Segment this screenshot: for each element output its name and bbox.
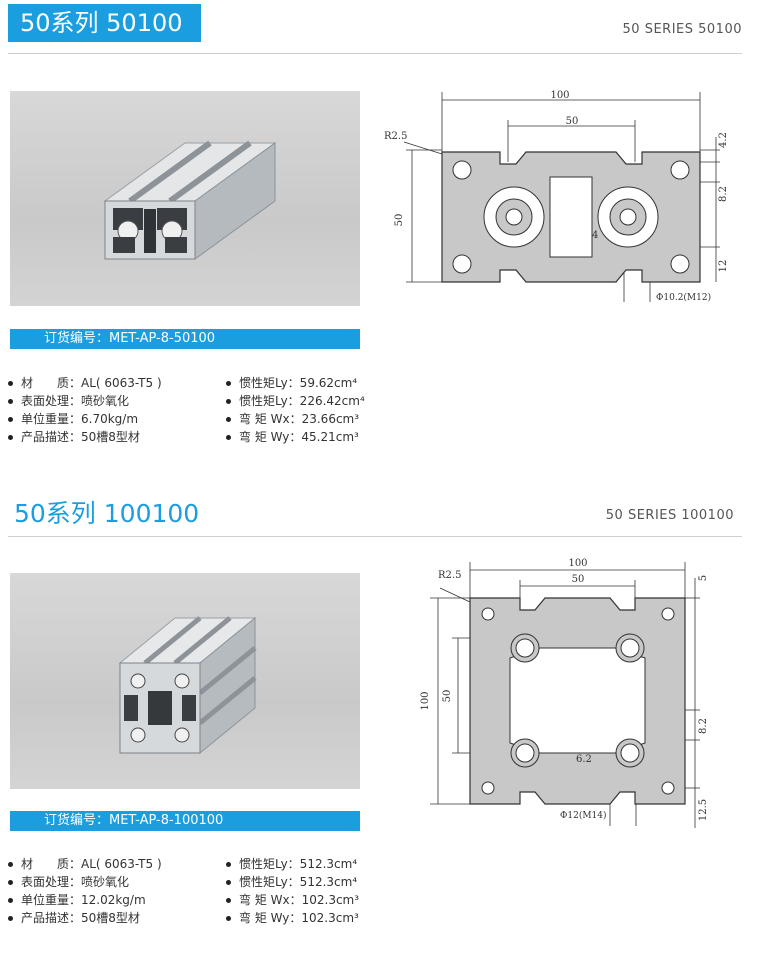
dim-d1-label: 5	[698, 575, 709, 581]
dim-radius-label: R2.5	[384, 131, 407, 142]
spec-moment-wy: 弯 矩 Wy：45.21cm³	[226, 428, 359, 445]
dim-d3-label: 12.5	[698, 799, 709, 821]
dim-d4-label: 4	[592, 230, 598, 241]
spec-material: 材 质：AL( 6063-T5 )	[8, 374, 162, 391]
spec-weight: 单位重量：12.02kg/m	[8, 891, 146, 908]
dim-width-label: 100	[550, 90, 569, 101]
spec-surface: 表面处理：喷砂氧化	[8, 873, 129, 890]
dim-hole-label: Φ10.2(M12)	[656, 292, 711, 303]
divider	[8, 536, 742, 537]
technical-drawing-100100: 100 50 100 50 R2.5 5 8.2 12.5 6.2 Φ12(M1…	[400, 548, 720, 838]
technical-drawing-50100: 100 50 50 R2.5 4.2 8.2 12 4 Φ10.2(M12)	[380, 82, 740, 312]
series-label: 50 SERIES 100100	[605, 508, 734, 523]
spec-inertia-1: 惯性矩Ly：59.62cm⁴	[226, 374, 357, 391]
profile-photo-100100	[118, 616, 257, 755]
series-label: 50 SERIES 50100	[622, 22, 742, 37]
order-number-bar: 订货编号：MET-AP-8-50100	[10, 329, 360, 349]
order-number-bar: 订货编号：MET-AP-8-100100	[10, 811, 360, 831]
spec-moment-wy: 弯 矩 Wy：102.3cm³	[226, 909, 359, 926]
spec-moment-wx: 弯 矩 Wx：102.3cm³	[226, 891, 359, 908]
dim-inner-label: 50	[572, 574, 585, 585]
spec-inertia-1: 惯性矩Ly：512.3cm⁴	[226, 855, 357, 872]
product-section-100100: 50系列 100100 50 SERIES 100100 订货编号：MET-AP…	[0, 490, 764, 973]
dim-d3-label: 12	[718, 260, 729, 273]
dim-d2-label: 8.2	[698, 718, 709, 734]
spec-description: 产品描述：50槽8型材	[8, 909, 140, 926]
dim-height-label: 50	[394, 214, 405, 227]
product-photo	[10, 573, 360, 789]
product-title: 50系列 100100	[14, 499, 200, 528]
dim-hole-label: Φ12(M14)	[560, 810, 607, 821]
spec-moment-wx: 弯 矩 Wx：23.66cm³	[226, 410, 359, 427]
spec-description: 产品描述：50槽8型材	[8, 428, 140, 445]
dim-d1-label: 4.2	[718, 132, 729, 148]
spec-material: 材 质：AL( 6063-T5 )	[8, 855, 162, 872]
spec-inertia-2: 惯性矩Ly：512.3cm⁴	[226, 873, 357, 890]
dim-radius-label: R2.5	[438, 570, 461, 581]
divider	[8, 53, 742, 54]
profile-photo-50100	[103, 140, 277, 260]
dim-height-inner-label: 50	[442, 690, 453, 703]
product-title: 50系列 50100	[8, 4, 201, 42]
dim-d2-label: 8.2	[718, 186, 729, 202]
spec-surface: 表面处理：喷砂氧化	[8, 392, 129, 409]
dim-width-label: 100	[568, 558, 587, 569]
dim-d4-label: 6.2	[576, 754, 592, 765]
product-section-50100: 50系列 50100 50 SERIES 50100 订货编号：MET-AP-8…	[0, 0, 764, 470]
dim-inner-label: 50	[566, 116, 579, 127]
spec-inertia-2: 惯性矩Ly：226.42cm⁴	[226, 392, 365, 409]
product-photo	[10, 91, 360, 306]
spec-weight: 单位重量：6.70kg/m	[8, 410, 138, 427]
dim-height-label: 100	[420, 691, 431, 710]
